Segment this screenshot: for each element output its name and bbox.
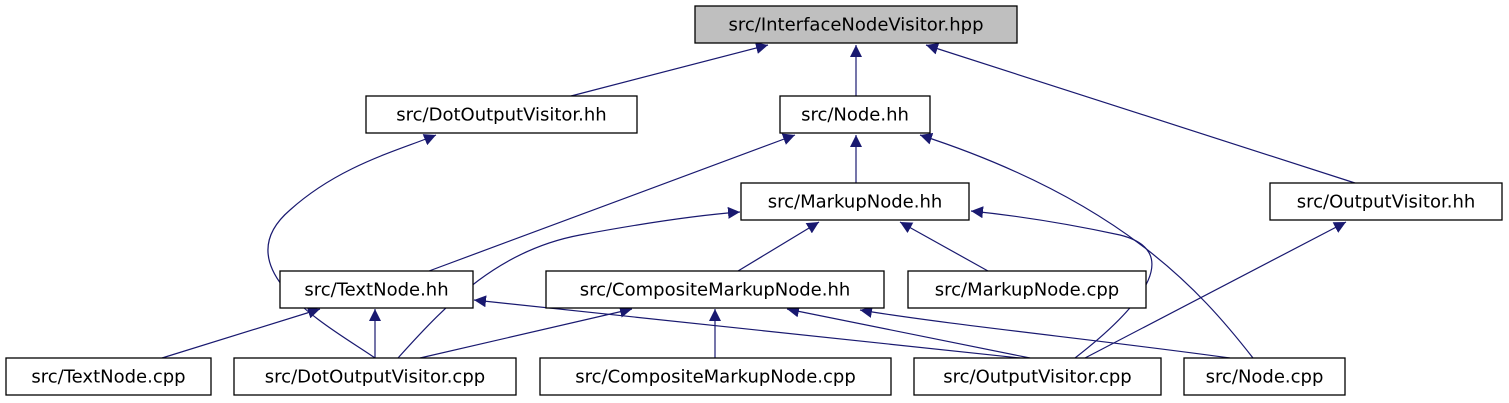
node-box[interactable] (740, 182, 970, 221)
edge-dotvisitor_cpp-to-markup_hh (397, 206, 741, 359)
edge-line (899, 221, 989, 272)
node-outputvisitor-cpp[interactable]: src/OutputVisitor.cpp (913, 357, 1162, 396)
edge-textnode_cpp-to-textnode_hh (161, 306, 321, 359)
edge-line (473, 295, 1021, 359)
edge-line (925, 42, 1356, 184)
node-box[interactable] (907, 270, 1147, 309)
node-box[interactable] (539, 357, 892, 396)
edge-outputvisitor_cpp-to-outputvisitor_hh (1084, 221, 1347, 359)
node-textnode-hh[interactable]: src/TextNode.hh (279, 270, 474, 309)
node-box[interactable] (779, 95, 931, 134)
node-label: src/InterfaceNodeVisitor.hpp (728, 15, 983, 36)
edge-line (1084, 221, 1347, 359)
edge-markup_cpp-to-markup_hh (899, 221, 989, 272)
node-box[interactable] (279, 270, 474, 309)
edge-line (737, 221, 820, 272)
node-box[interactable] (5, 357, 212, 396)
edge-line (161, 306, 321, 359)
edge-outputvisitor_cpp-to-markup_hh (970, 206, 1153, 359)
node-label: src/CompositeMarkupNode.cpp (575, 367, 856, 388)
node-dotvisitor-cpp[interactable]: src/DotOutputVisitor.cpp (233, 357, 517, 396)
node-label: src/OutputVisitor.hh (1297, 192, 1476, 213)
edge-line (267, 134, 437, 359)
node-label: src/MarkupNode.hh (768, 192, 943, 213)
node-label: src/DotOutputVisitor.cpp (265, 367, 485, 388)
node-box[interactable] (233, 357, 517, 396)
edge-outputvisitor_cpp-to-textnode_hh (473, 295, 1021, 359)
edge-dotvisitor_cpp-to-composite_hh (419, 305, 633, 359)
edge-line (419, 305, 633, 359)
edges-layer (161, 42, 1356, 359)
node-dotvisitor-hh[interactable]: src/DotOutputVisitor.hh (365, 95, 638, 134)
node-label: src/Node.cpp (1206, 367, 1324, 388)
edge-node_cpp-to-composite_hh (859, 306, 1231, 359)
edge-outputvisitor_cpp-to-composite_hh (786, 305, 1031, 359)
node-box[interactable] (365, 95, 638, 134)
node-outputvisitor-hh[interactable]: src/OutputVisitor.hh (1269, 182, 1503, 221)
edge-dotvisitor_hh-to-interface (570, 42, 769, 97)
node-box[interactable] (1183, 357, 1346, 396)
edge-node_cpp-to-node_hh (919, 133, 1254, 359)
edge-outputvisitor_hh-to-interface (925, 42, 1356, 184)
edge-textnode_hh-to-node_hh (428, 133, 796, 272)
edge-dotvisitor_cpp-to-dotvisitor_hh (267, 134, 437, 359)
node-node-hh[interactable]: src/Node.hh (779, 95, 931, 134)
node-label: src/OutputVisitor.cpp (943, 367, 1131, 388)
edge-line (786, 305, 1031, 359)
node-node-cpp[interactable]: src/Node.cpp (1183, 357, 1346, 396)
edge-line (859, 306, 1231, 359)
edge-line (570, 42, 769, 97)
node-box[interactable] (913, 357, 1162, 396)
node-composite-cpp[interactable]: src/CompositeMarkupNode.cpp (539, 357, 892, 396)
node-interface[interactable]: src/InterfaceNodeVisitor.hpp (694, 5, 1018, 44)
edge-composite_hh-to-markup_hh (737, 221, 820, 272)
node-box[interactable] (545, 270, 885, 309)
node-label: src/DotOutputVisitor.hh (396, 105, 606, 126)
node-label: src/Node.hh (801, 105, 909, 126)
nodes-layer: src/InterfaceNodeVisitor.hpp src/DotOutpu… (5, 5, 1503, 396)
node-label: src/TextNode.cpp (31, 367, 185, 388)
node-box[interactable] (694, 5, 1018, 44)
node-box[interactable] (1269, 182, 1503, 221)
node-markup-cpp[interactable]: src/MarkupNode.cpp (907, 270, 1147, 309)
node-label: src/TextNode.hh (304, 280, 448, 301)
node-markup-hh[interactable]: src/MarkupNode.hh (740, 182, 970, 221)
node-textnode-cpp[interactable]: src/TextNode.cpp (5, 357, 212, 396)
node-label: src/MarkupNode.cpp (935, 280, 1119, 301)
node-label: src/CompositeMarkupNode.hh (580, 280, 851, 301)
node-composite-hh[interactable]: src/CompositeMarkupNode.hh (545, 270, 885, 309)
edge-line (428, 133, 796, 272)
edge-line (919, 133, 1254, 359)
edge-line (397, 206, 741, 359)
edge-line (970, 206, 1153, 359)
